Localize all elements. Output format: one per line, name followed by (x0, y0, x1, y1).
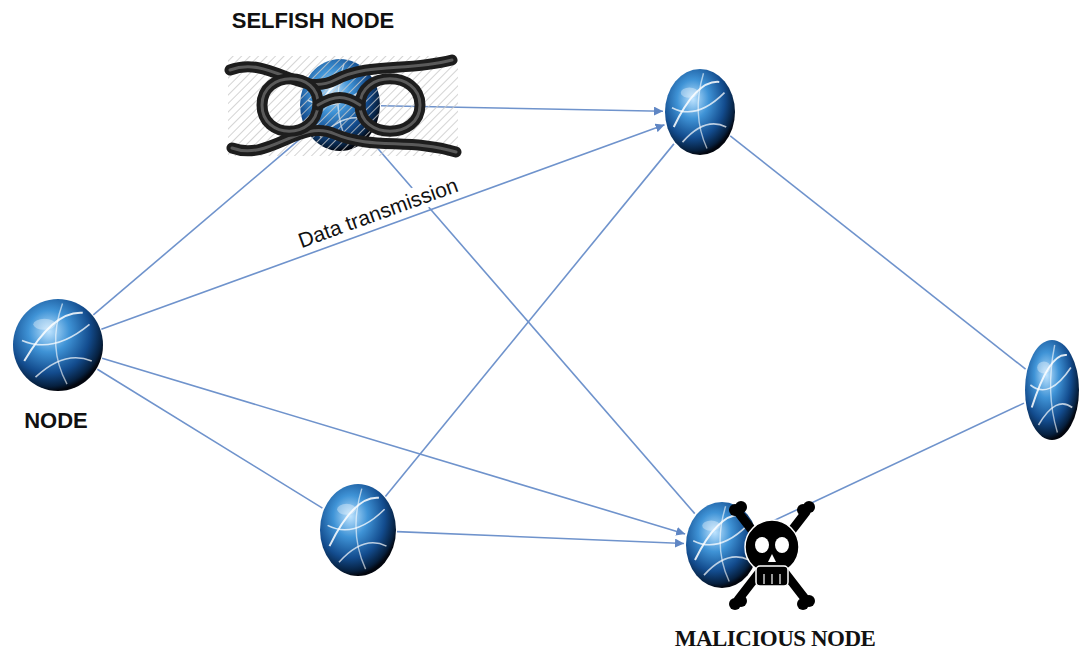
globe-icon (865, 180, 1083, 600)
network-node (320, 484, 396, 576)
connector-line (756, 403, 1024, 529)
node-label: MALICIOUS NODE (675, 626, 876, 652)
edge-label: Data transmission (292, 172, 464, 254)
connector-line (97, 369, 322, 508)
connector-line (397, 532, 684, 544)
globe-icon (526, 342, 918, 661)
connector-line (730, 136, 1025, 369)
globe-icon (160, 324, 556, 661)
network-node: MALICIOUS NODE (686, 502, 758, 588)
network-node (665, 69, 735, 155)
globe-icon (505, 0, 895, 315)
globe-icon (0, 139, 263, 551)
node-label: SELFISH NODE (232, 8, 395, 34)
network-node: SELFISH NODE (300, 59, 380, 151)
network-node (1025, 340, 1079, 440)
network-node: NODE (13, 299, 103, 391)
connector-line (93, 134, 306, 315)
globe-icon (140, 0, 540, 311)
connector-line (102, 358, 685, 534)
node-label: NODE (24, 408, 88, 434)
